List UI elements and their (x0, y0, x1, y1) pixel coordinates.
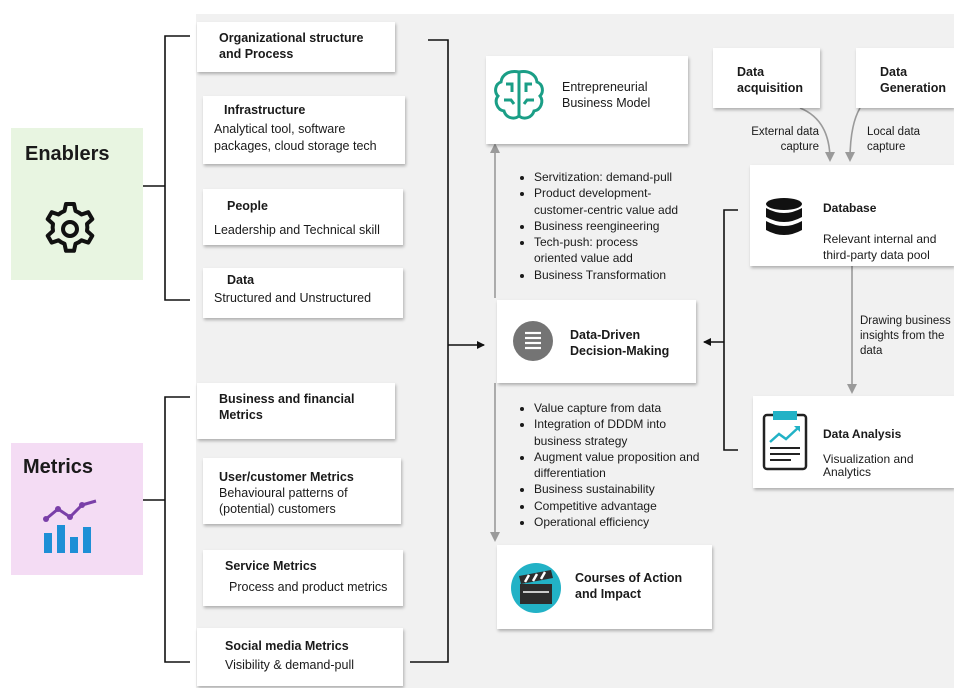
drawing-line2: insights from the (860, 330, 945, 342)
data-acquisition-box: Data acquisition (713, 48, 820, 108)
database-box: Database Relevant internal and third-par… (750, 165, 954, 266)
ebm-title: Entrepreneurial (562, 80, 648, 94)
db-desc-cont: third-party data pool (823, 248, 930, 262)
enabler-box-infrastructure: Infrastructure Analytical tool, software… (203, 96, 405, 164)
acq-title: Data (737, 65, 765, 79)
loc-line1: Local data (867, 126, 921, 138)
list-item-cont: customer-centric value add (534, 202, 679, 217)
list-item: Value capture from data (534, 400, 699, 416)
metric-title-cont: Metrics (219, 408, 263, 422)
enabler-desc: Analytical tool, software (214, 122, 346, 136)
list-item-cont: oriented value add (534, 251, 633, 266)
da-title: Data Analysis (823, 427, 902, 441)
gear-icon (45, 202, 95, 253)
data-driven-decision-making-box: Data-Driven Decision-Making (497, 300, 696, 383)
enabler-desc: Leadership and Technical skill (214, 223, 380, 237)
list-item: Integration of DDDM into (534, 416, 699, 432)
list-icon (513, 321, 553, 361)
metric-box-social-media: Social media Metrics Visibility & demand… (197, 628, 403, 686)
metric-box-user: User/customer Metrics Behavioural patter… (203, 458, 401, 524)
list-item-cont: business strategy (534, 433, 628, 448)
drawing-line3: data (860, 345, 883, 357)
list-item: Product development- (534, 185, 678, 201)
list-item: Business reengineering (534, 218, 678, 234)
ebm-title-cont: Business Model (562, 96, 651, 110)
enabler-title: People (227, 199, 268, 213)
enabler-desc: Structured and Unstructured (214, 291, 372, 305)
metric-box-service: Service Metrics Process and product metr… (203, 550, 403, 606)
metrics-title: Metrics (23, 456, 94, 478)
loc-line2: capture (867, 141, 906, 153)
da-desc-cont: Analytics (823, 465, 872, 479)
brain-circuit-icon (494, 70, 544, 120)
list-item: Competitive advantage (534, 498, 699, 514)
metrics-category: Metrics (11, 443, 143, 575)
db-desc: Relevant internal and (823, 232, 937, 246)
enablers-title: Enablers (25, 143, 110, 165)
enabler-title-cont: and Process (219, 47, 294, 61)
list-item-cont: differentiation (534, 466, 606, 481)
lower-bullet-list: Value capture from data Integration of D… (519, 400, 699, 530)
ext-line1: External data (751, 126, 819, 138)
bar-chart-icon (43, 499, 97, 553)
metric-title: Service Metrics (225, 559, 317, 573)
clapperboard-icon (511, 563, 561, 613)
enabler-title: Organizational structure (219, 31, 364, 45)
gen-title: Data (880, 65, 908, 79)
report-chart-icon (762, 411, 808, 471)
list-item: Servitization: demand-pull (534, 169, 678, 185)
metric-title: Business and financial (219, 392, 355, 406)
enabler-box-people: People Leadership and Technical skill (203, 189, 403, 245)
metric-title: Social media Metrics (225, 639, 349, 653)
metric-title: User/customer Metrics (219, 470, 354, 484)
metric-desc: Visibility & demand-pull (225, 658, 354, 672)
enabler-box-organizational: Organizational structure and Process (197, 22, 395, 72)
enabler-title: Data (227, 273, 255, 287)
metric-box-business: Business and financial Metrics (197, 383, 395, 439)
dddm-title-cont: Decision-Making (570, 344, 670, 358)
metric-desc: Process and product metrics (229, 580, 388, 594)
local-capture-label: Local data capture (867, 125, 920, 155)
enabler-desc-cont: packages, cloud storage tech (214, 139, 377, 153)
enablers-category: Enablers (11, 128, 143, 280)
coa-title-cont: and Impact (575, 587, 641, 601)
coa-title: Courses of Action (575, 571, 683, 585)
data-generation-box: Data Generation (856, 48, 954, 108)
external-capture-label: External data capture (741, 125, 819, 155)
upper-bullet-list: Servitization: demand-pull Product devel… (519, 169, 678, 283)
acq-title-cont: acquisition (737, 81, 803, 95)
list-item: Augment value proposition and (534, 449, 699, 465)
list-item: Business sustainability (534, 481, 699, 497)
list-item: Business Transformation (534, 267, 678, 283)
list-item: Tech-push: process (534, 234, 678, 250)
database-icon (766, 198, 802, 235)
enabler-title: Infrastructure (224, 103, 306, 117)
dddm-title: Data-Driven (570, 328, 641, 342)
db-title: Database (823, 201, 877, 215)
courses-of-action-box: Courses of Action and Impact (497, 545, 712, 629)
metric-desc-cont: (potential) customers (219, 502, 336, 516)
list-item: Operational efficiency (534, 514, 699, 530)
drawing-insights-label: Drawing business insights from the data (860, 314, 951, 359)
entrepreneurial-business-model-box: Entrepreneurial Business Model (486, 56, 688, 144)
gen-title-cont: Generation (880, 81, 946, 95)
da-desc: Visualization and (823, 452, 914, 466)
enabler-box-data: Data Structured and Unstructured (203, 268, 403, 318)
ext-line2: capture (780, 141, 819, 153)
data-analysis-box: Data Analysis Visualization and Analytic… (753, 396, 954, 488)
drawing-line1: Drawing business (860, 315, 951, 327)
metric-desc: Behavioural patterns of (219, 486, 348, 500)
